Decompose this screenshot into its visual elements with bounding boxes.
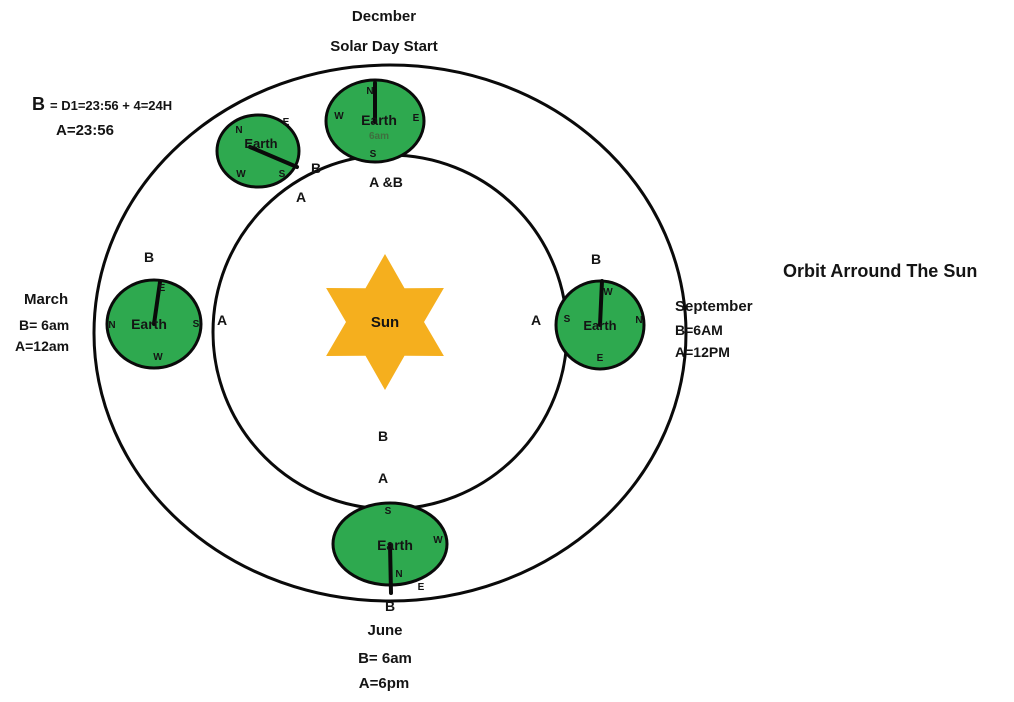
september-b-time: B=6AM — [675, 322, 723, 338]
earth-september-compass-s: S — [564, 314, 571, 325]
topleft-marker-a: A — [296, 189, 306, 205]
earth-december: N E W S Earth 6am — [324, 78, 426, 164]
earth-december-compass-w: W — [334, 111, 344, 122]
inner-marker-b: B — [378, 428, 388, 444]
solar-day-start-label: Solar Day Start — [330, 38, 438, 55]
december-month-label: Decmber — [352, 8, 416, 25]
earth-topleft-compass-w: W — [236, 169, 246, 180]
earth-september-axis-line — [598, 279, 604, 327]
topleft-marker-b: B — [311, 160, 321, 176]
earth-december-time: 6am — [369, 131, 389, 142]
earth-june: S W N E Earth — [331, 501, 449, 595]
earth-june-compass-n: N — [395, 569, 402, 580]
earth-june-compass-s: S — [385, 506, 392, 517]
earth-june-compass-w: W — [433, 535, 443, 546]
earth-march-compass-e: E — [159, 283, 166, 294]
inner-marker-a: A — [378, 470, 388, 486]
solar-day-note-a-equation: A=23:56 — [56, 122, 114, 139]
earth-march-compass-n: N — [108, 320, 115, 331]
earth-december-compass-e: E — [413, 113, 420, 124]
september-marker-b: B — [591, 251, 601, 267]
september-month-label: September — [675, 298, 753, 315]
earth-june-axis-line — [388, 542, 393, 595]
earth-topleft-axis-line — [248, 145, 299, 169]
march-month-label: March — [24, 291, 68, 308]
june-b-time: B= 6am — [358, 650, 412, 667]
earth-march-compass-s: S — [193, 319, 200, 330]
earth-september-compass-n: N — [635, 315, 642, 326]
sun-label: Sun — [371, 314, 399, 331]
september-a-time: A=12PM — [675, 344, 730, 360]
june-month-label: June — [367, 622, 402, 639]
earth-september-label: Earth — [583, 318, 616, 333]
earth-march: E N S W Earth — [105, 278, 203, 370]
earth-september-compass-w: W — [603, 287, 613, 298]
earth-topleft-compass-s: S — [279, 169, 286, 180]
earth-topleft-compass-e: E — [283, 117, 290, 128]
earth-september-compass-e: E — [597, 353, 604, 364]
earth-march-compass-w: W — [153, 352, 163, 363]
sun-star — [326, 254, 444, 390]
earth-december-label: Earth — [361, 112, 397, 128]
earth-june-label: Earth — [377, 537, 413, 553]
march-marker-a: A — [217, 312, 227, 328]
september-marker-a: A — [531, 312, 541, 328]
earth-topleft-label: Earth — [244, 136, 277, 151]
earth-december-compass-n: N — [366, 86, 373, 97]
earth-december-compass-s: S — [370, 149, 377, 160]
december-marker-ab: A &B — [369, 174, 403, 190]
earth-topleft: N E W S Earth — [215, 113, 301, 189]
earth-june-compass-e: E — [418, 582, 425, 593]
march-marker-b: B — [144, 249, 154, 265]
june-a-time: A=6pm — [359, 675, 409, 692]
march-a-time: A=12am — [15, 338, 69, 354]
solar-day-note-b: B = D1=23:56 + 4=24H — [32, 94, 172, 114]
outer-orbit-circle — [92, 63, 688, 603]
earth-topleft-compass-n: N — [235, 125, 242, 136]
earth-march-label: Earth — [131, 316, 167, 332]
earth-march-axis-line — [152, 280, 162, 326]
solar-day-note-b-equation: = D1=23:56 + 4=24H — [50, 98, 172, 113]
june-marker-b: B — [385, 598, 395, 614]
earth-september: W N S E Earth — [554, 279, 646, 371]
march-b-time: B= 6am — [19, 317, 69, 333]
diagram-title: Orbit Arround The Sun — [783, 261, 977, 281]
solar-day-note-b-label: B — [32, 94, 45, 114]
